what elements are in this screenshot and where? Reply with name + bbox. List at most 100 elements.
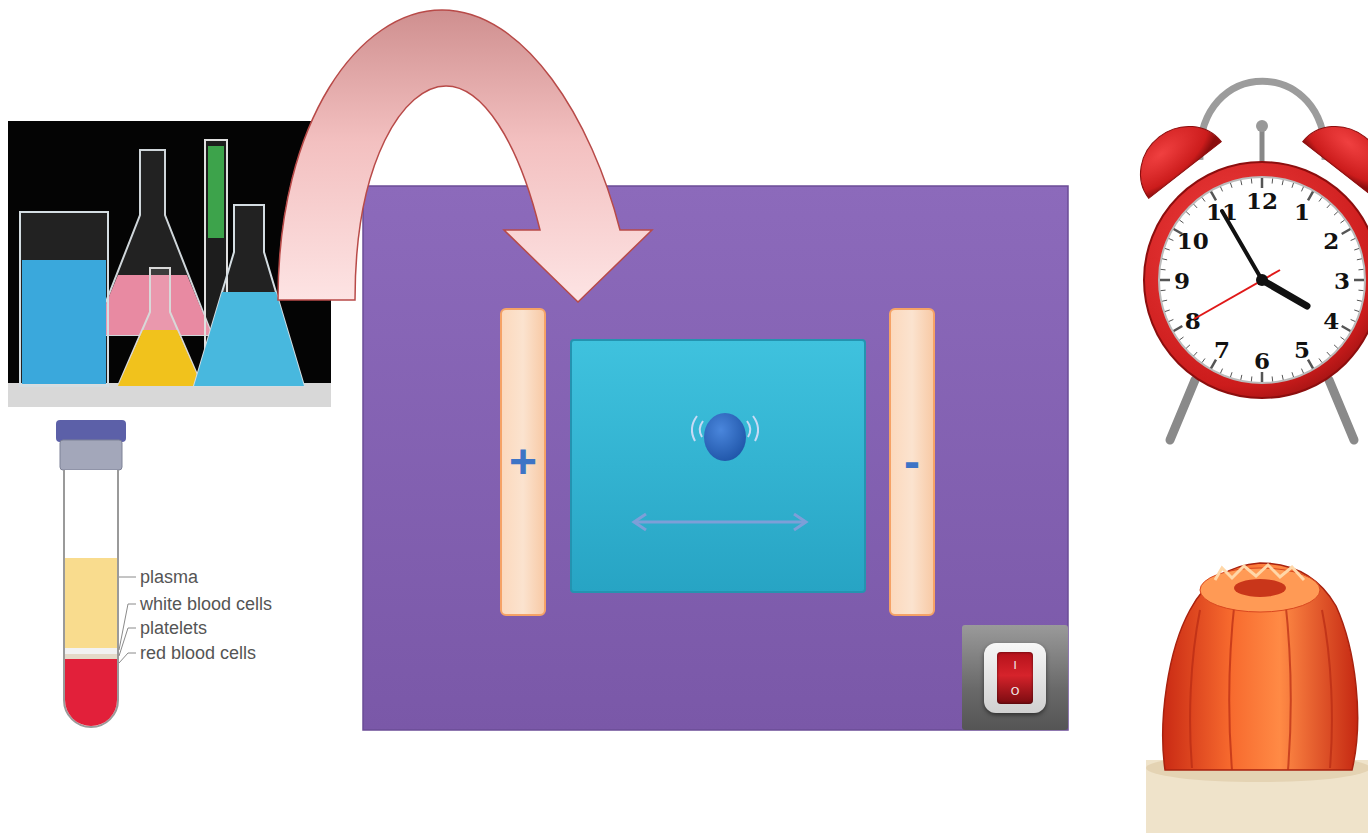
minute-tick xyxy=(1301,369,1303,374)
positive-electrode: + xyxy=(500,308,546,616)
clock-number: 3 xyxy=(1334,269,1350,292)
minute-tick xyxy=(1354,279,1364,282)
jelly-highlight xyxy=(1215,565,1304,580)
minute-tick xyxy=(1334,212,1338,215)
plasma-layer xyxy=(65,558,117,648)
clock-number: 8 xyxy=(1185,309,1201,332)
tube-cap-top xyxy=(56,420,126,442)
minute-tick xyxy=(1251,376,1253,381)
minute-tick xyxy=(1165,310,1170,312)
minute-tick xyxy=(1357,300,1362,301)
minute-tick xyxy=(1261,372,1264,382)
blue-beaker xyxy=(20,212,108,386)
minute-tick xyxy=(1160,279,1170,282)
minute-tick xyxy=(1301,187,1303,192)
minute-tick xyxy=(1230,183,1232,188)
clock-number: 6 xyxy=(1254,349,1270,372)
clock-leg xyxy=(1170,380,1195,440)
minute-tick xyxy=(1161,269,1166,271)
clock-ticks xyxy=(1160,178,1364,382)
blood-tube xyxy=(56,420,136,727)
minute-tick xyxy=(1179,337,1183,340)
minute-tick xyxy=(1342,326,1351,331)
minute-tick xyxy=(1334,345,1338,348)
blue-liquid xyxy=(22,260,106,384)
minute-tick xyxy=(1174,326,1183,331)
minute-tick xyxy=(1202,197,1205,201)
clock-number: 5 xyxy=(1294,338,1310,361)
minute-tick xyxy=(1292,372,1294,377)
minute-tick xyxy=(1169,319,1174,321)
minute-tick xyxy=(1351,319,1356,321)
negative-electrode: - xyxy=(889,308,935,616)
electrode-sign: - xyxy=(904,438,920,486)
switch-marking: I xyxy=(1013,660,1016,671)
minute-tick xyxy=(1165,248,1170,250)
minute-tick xyxy=(1327,352,1330,356)
apparatus-box xyxy=(363,186,1068,730)
minute-tick xyxy=(1221,187,1223,192)
minute-tick xyxy=(1169,239,1174,241)
red-cell-layer xyxy=(65,659,117,726)
minute-tick xyxy=(1202,358,1205,362)
jelly-hollow xyxy=(1234,579,1286,597)
vibration-mark xyxy=(692,416,697,441)
sample-particle xyxy=(704,413,746,461)
jelly-ridge xyxy=(1285,598,1291,770)
leader-line xyxy=(128,604,136,605)
arrow-head xyxy=(794,514,806,530)
minute-tick xyxy=(1354,248,1359,250)
jelly-ridge xyxy=(1322,610,1332,768)
minute-tick xyxy=(1319,197,1322,201)
jelly-body xyxy=(1163,563,1358,770)
minute-tick xyxy=(1230,372,1232,377)
loading-arrow xyxy=(278,10,652,302)
migration-arrow xyxy=(634,514,806,530)
clock-number: 12 xyxy=(1246,189,1278,212)
green-liquid xyxy=(208,146,224,238)
clock-hammer xyxy=(1260,128,1265,165)
minute-tick xyxy=(1340,337,1344,340)
minute-tick xyxy=(1241,180,1242,185)
minute-tick xyxy=(1194,204,1197,208)
minute-tick xyxy=(1211,360,1216,369)
tube-glass xyxy=(64,470,118,727)
white-cell-layer xyxy=(65,648,117,654)
minute-tick xyxy=(1272,179,1274,184)
clock-number: 2 xyxy=(1323,229,1339,252)
leader-line xyxy=(119,628,128,656)
clock-number: 7 xyxy=(1214,338,1230,361)
switch-bezel: IO xyxy=(984,643,1046,713)
clock-body xyxy=(1144,162,1368,398)
leader-lines xyxy=(119,577,136,663)
blue-flask-liquid xyxy=(194,292,304,386)
minute-tick xyxy=(1261,178,1264,188)
minute-tick xyxy=(1194,352,1197,356)
yellow-liquid xyxy=(118,330,202,386)
clock-leg xyxy=(1329,380,1354,440)
leader-line xyxy=(128,653,136,654)
clock-number: 4 xyxy=(1323,309,1339,332)
jelly-ridge xyxy=(1190,610,1200,768)
second-hand xyxy=(1194,270,1280,319)
minute-tick xyxy=(1186,345,1190,348)
minute-tick xyxy=(1161,290,1166,292)
clock-number: 9 xyxy=(1174,269,1190,292)
tube-cap xyxy=(60,440,122,470)
platelet-layer xyxy=(65,654,117,659)
jelly-dessert xyxy=(1146,563,1368,833)
minute-tick xyxy=(1272,376,1274,381)
electrode-sign: + xyxy=(509,438,537,486)
vibration-marks xyxy=(692,416,758,441)
minute-tick xyxy=(1358,269,1363,271)
clock-number: 10 xyxy=(1177,229,1209,252)
minute-tick xyxy=(1292,183,1294,188)
leader-line xyxy=(119,653,128,663)
minute-tick xyxy=(1354,310,1359,312)
switch-marking: O xyxy=(1011,686,1020,697)
jelly-ridges xyxy=(1190,598,1332,770)
minute-tick xyxy=(1179,220,1183,223)
gel-slab xyxy=(571,340,865,592)
